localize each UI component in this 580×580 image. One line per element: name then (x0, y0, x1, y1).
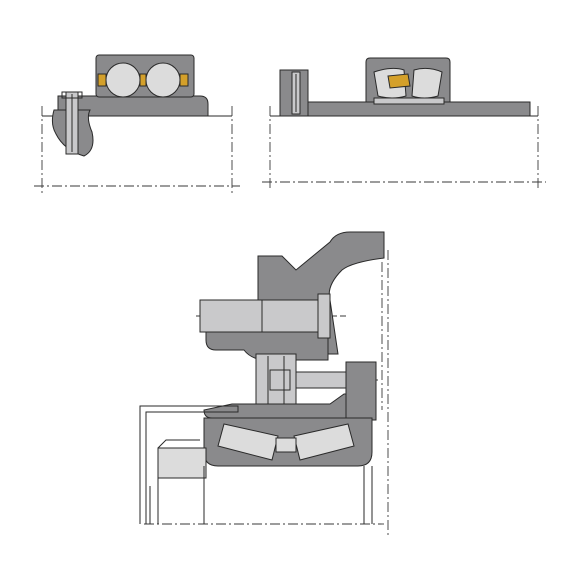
end-cover (139, 405, 239, 524)
panel-ball-bearing (34, 54, 240, 196)
tapered-roller-left-front (217, 423, 279, 461)
cage-center (139, 73, 147, 87)
ball-left (105, 62, 141, 98)
housing-end-block (345, 361, 377, 421)
cage-2 (387, 73, 411, 89)
roller-right (411, 67, 443, 99)
tapered-roller-right-front (293, 423, 355, 461)
panel-tapered-roller-assembly (139, 231, 389, 536)
inner-ring-2 (373, 97, 445, 105)
bolt-head (61, 91, 83, 99)
shaft-edges-right (363, 466, 373, 524)
inner-sleeve (57, 95, 209, 117)
housing-bolt (199, 299, 321, 333)
seal-collar (157, 447, 207, 479)
shaft-edges (149, 466, 205, 524)
cage-left (97, 73, 107, 87)
bolt-head-3 (317, 293, 331, 339)
ball-right (145, 62, 181, 98)
panel-spherical-roller-bearing (262, 57, 546, 190)
roller-spacer-front (275, 437, 297, 453)
spacer-column-lines (267, 356, 285, 410)
set-screw-nut (269, 369, 291, 391)
cage-right (179, 73, 189, 87)
seal-collar-edge (157, 439, 200, 449)
